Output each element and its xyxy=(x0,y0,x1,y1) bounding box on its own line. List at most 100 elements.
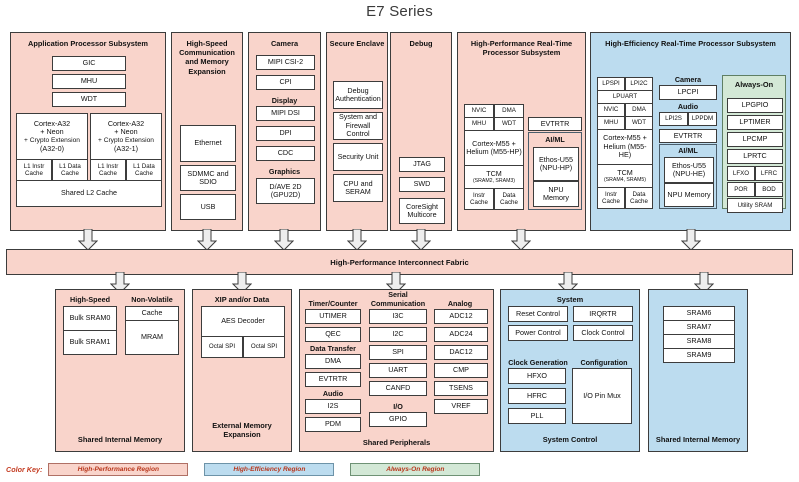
arrow-camera-to-fabric xyxy=(274,229,294,251)
box-i3c: I3C xyxy=(369,309,427,324)
box-he-tcm: TCM (SRAM4, SRAM5) xyxy=(597,164,653,188)
group-label-system: System xyxy=(556,295,584,304)
box-cortex-a32-0: Cortex-A32 + Neon + Crypto Extension (A3… xyxy=(16,113,88,160)
core0-line2: + Neon xyxy=(40,127,64,137)
box-io-pin-mux: I/O Pin Mux xyxy=(572,368,632,424)
box-he-lpi2c: LPI2C xyxy=(625,77,653,91)
panel-footer-external-memory: External Memory Expansion xyxy=(212,420,272,439)
box-hp-data-cache: Data Cache xyxy=(494,188,524,210)
core1-line4: (A32-1) xyxy=(114,143,138,153)
box-debug-authentication: Debug Authentication xyxy=(333,81,383,109)
group-label-display: Display xyxy=(271,96,298,105)
box-swd: SWD xyxy=(399,177,445,192)
panel-footer-system-control: System Control xyxy=(542,434,598,444)
box-adc12: ADC12 xyxy=(434,309,488,324)
panel-header-application-processor: Application Processor Subsystem xyxy=(28,39,148,48)
box-reset-control: Reset Control xyxy=(508,306,568,322)
box-he-lpspi: LPSPI xyxy=(597,77,625,91)
group-label-communication: Communication xyxy=(370,299,426,308)
core1-line3: + Crypto Extension xyxy=(98,136,154,144)
box-a32-1-l1-data-cache: L1 Data Cache xyxy=(126,159,162,181)
group-label-he-audio: Audio xyxy=(677,102,699,111)
box-hp-nvic: NVIC xyxy=(464,104,494,118)
panel-header-he-realtime: High-Efficiency Real-Time Processor Subs… xyxy=(605,39,776,48)
box-pll: PLL xyxy=(508,408,566,424)
box-he-npu-memory: NPU Memory xyxy=(664,183,714,207)
box-security-unit: Security Unit xyxy=(333,143,383,171)
box-a32-0-l1-data-cache: L1 Data Cache xyxy=(52,159,88,181)
group-label-configuration: Configuration xyxy=(580,358,628,367)
panel-footer-shared-internal-memory-right: Shared Internal Memory xyxy=(655,434,741,444)
box-vref: VREF xyxy=(434,399,488,414)
page-title: E7 Series xyxy=(366,3,433,20)
group-he-aiml: AI/ML Ethos-U55 (NPU-HE) NPU Memory xyxy=(659,144,717,209)
box-hp-ethos-u55: Ethos-U55 (NPU-HP) xyxy=(533,147,579,181)
box-irqrtr: IRQRTR xyxy=(573,306,633,322)
box-bod: BOD xyxy=(755,182,783,197)
panel-camera-display-graphics: Camera MIPI CSI-2 CPI Display MIPI DSI D… xyxy=(248,32,321,231)
box-a32-0-l1-instr-cache: L1 Instr Cache xyxy=(16,159,52,181)
arrow-secure-to-fabric xyxy=(347,229,367,251)
box-he-lppdm: LPPDM xyxy=(688,112,717,126)
box-hp-wdt: WDT xyxy=(494,117,524,131)
box-clock-control: Clock Control xyxy=(573,325,633,341)
panel-footer-shared-peripherals: Shared Peripherals xyxy=(362,437,431,447)
box-spi: SPI xyxy=(369,345,427,360)
core1-line2: + Neon xyxy=(114,127,138,137)
panel-shared-internal-memory-left: High-Speed Non-Volatile Bulk SRAM0 Bulk … xyxy=(55,289,185,452)
box-he-lpcpi: LPCPI xyxy=(659,85,717,100)
box-ethernet: Ethernet xyxy=(180,125,236,162)
panel-header-debug: Debug xyxy=(409,39,433,48)
core0-line3: + Crypto Extension xyxy=(24,136,80,144)
group-label-audio-periph: Audio xyxy=(322,389,344,398)
box-uart: UART xyxy=(369,363,427,378)
arrow-fabric-to-shared-memory-right xyxy=(694,272,714,294)
box-lpgpio: LPGPIO xyxy=(727,98,783,113)
box-tsens: TSENS xyxy=(434,381,488,396)
box-he-data-cache: Data Cache xyxy=(625,187,653,209)
box-bulk-sram1: Bulk SRAM1 xyxy=(63,330,117,355)
box-bulk-sram0: Bulk SRAM0 xyxy=(63,306,117,331)
box-octal-spi-1: Octal SPI xyxy=(243,336,285,358)
box-mipi-dsi: MIPI DSI xyxy=(256,106,315,121)
he-tcm-sub: (SRAM4, SRAM5) xyxy=(603,177,647,184)
box-dac12: DAC12 xyxy=(434,345,488,360)
panel-header-high-speed-comm: High-Speed Communication and Memory Expa… xyxy=(179,39,235,76)
panel-hp-realtime: High-Performance Real-Time Processor Sub… xyxy=(457,32,586,231)
box-coresight-multicore: CoreSight Multicore xyxy=(399,198,445,224)
core1-name: Cortex-A32 xyxy=(107,118,145,128)
panel-high-speed-comm: High-Speed Communication and Memory Expa… xyxy=(171,32,243,231)
box-he-evtrtr: EVTRTR xyxy=(659,129,717,143)
box-sram7: SRAM7 xyxy=(663,320,735,335)
box-cache: Cache xyxy=(125,306,179,321)
box-dave-2d-gpu2d: D/AVE 2D (GPU2D) xyxy=(256,178,315,204)
box-qec: QEC xyxy=(305,327,361,342)
box-he-mhu: MHU xyxy=(597,116,625,130)
panel-external-memory: XIP and/or Data AES Decoder Octal SPI Oc… xyxy=(192,289,292,452)
color-key: Color Key: High-Performance Region High-… xyxy=(6,463,481,476)
box-a32-1-l1-instr-cache: L1 Instr Cache xyxy=(90,159,126,181)
box-hp-cortex-m55: Cortex-M55 + Helium (M55-HP) xyxy=(464,130,524,166)
box-hp-npu-memory: NPU Memory xyxy=(533,181,579,207)
panel-application-processor: Application Processor Subsystem GIC MHU … xyxy=(10,32,166,231)
arrow-fabric-to-external-memory xyxy=(232,272,252,294)
box-canfd: CANFD xyxy=(369,381,427,396)
group-label-graphics: Graphics xyxy=(268,167,301,176)
panel-header-xip: XIP and/or Data xyxy=(214,295,270,304)
panel-he-realtime: High-Efficiency Real-Time Processor Subs… xyxy=(590,32,791,231)
panel-system-control: System Reset Control IRQRTR Power Contro… xyxy=(500,289,640,452)
arrow-fabric-to-shared-memory-left xyxy=(110,272,130,294)
group-always-on: Always-On LPGPIO LPTIMER LPCMP LPRTC LFX… xyxy=(722,75,786,213)
group-label-analog: Analog xyxy=(447,299,473,308)
panel-debug: Debug JTAG SWD CoreSight Multicore xyxy=(390,32,452,231)
box-adc24: ADC24 xyxy=(434,327,488,342)
box-he-ethos-u55: Ethos-U55 (NPU-HE) xyxy=(664,157,714,183)
box-cmp: CMP xyxy=(434,363,488,378)
group-label-data-transfer: Data Transfer xyxy=(310,344,356,353)
panel-header-secure-enclave: Secure Enclave xyxy=(329,39,385,48)
box-shared-l2-cache: Shared L2 Cache xyxy=(16,180,162,207)
box-por: POR xyxy=(727,182,755,197)
box-cpi: CPI xyxy=(256,75,315,90)
color-key-high-performance: High-Performance Region xyxy=(48,463,189,476)
group-label-he-camera: Camera xyxy=(674,75,702,84)
